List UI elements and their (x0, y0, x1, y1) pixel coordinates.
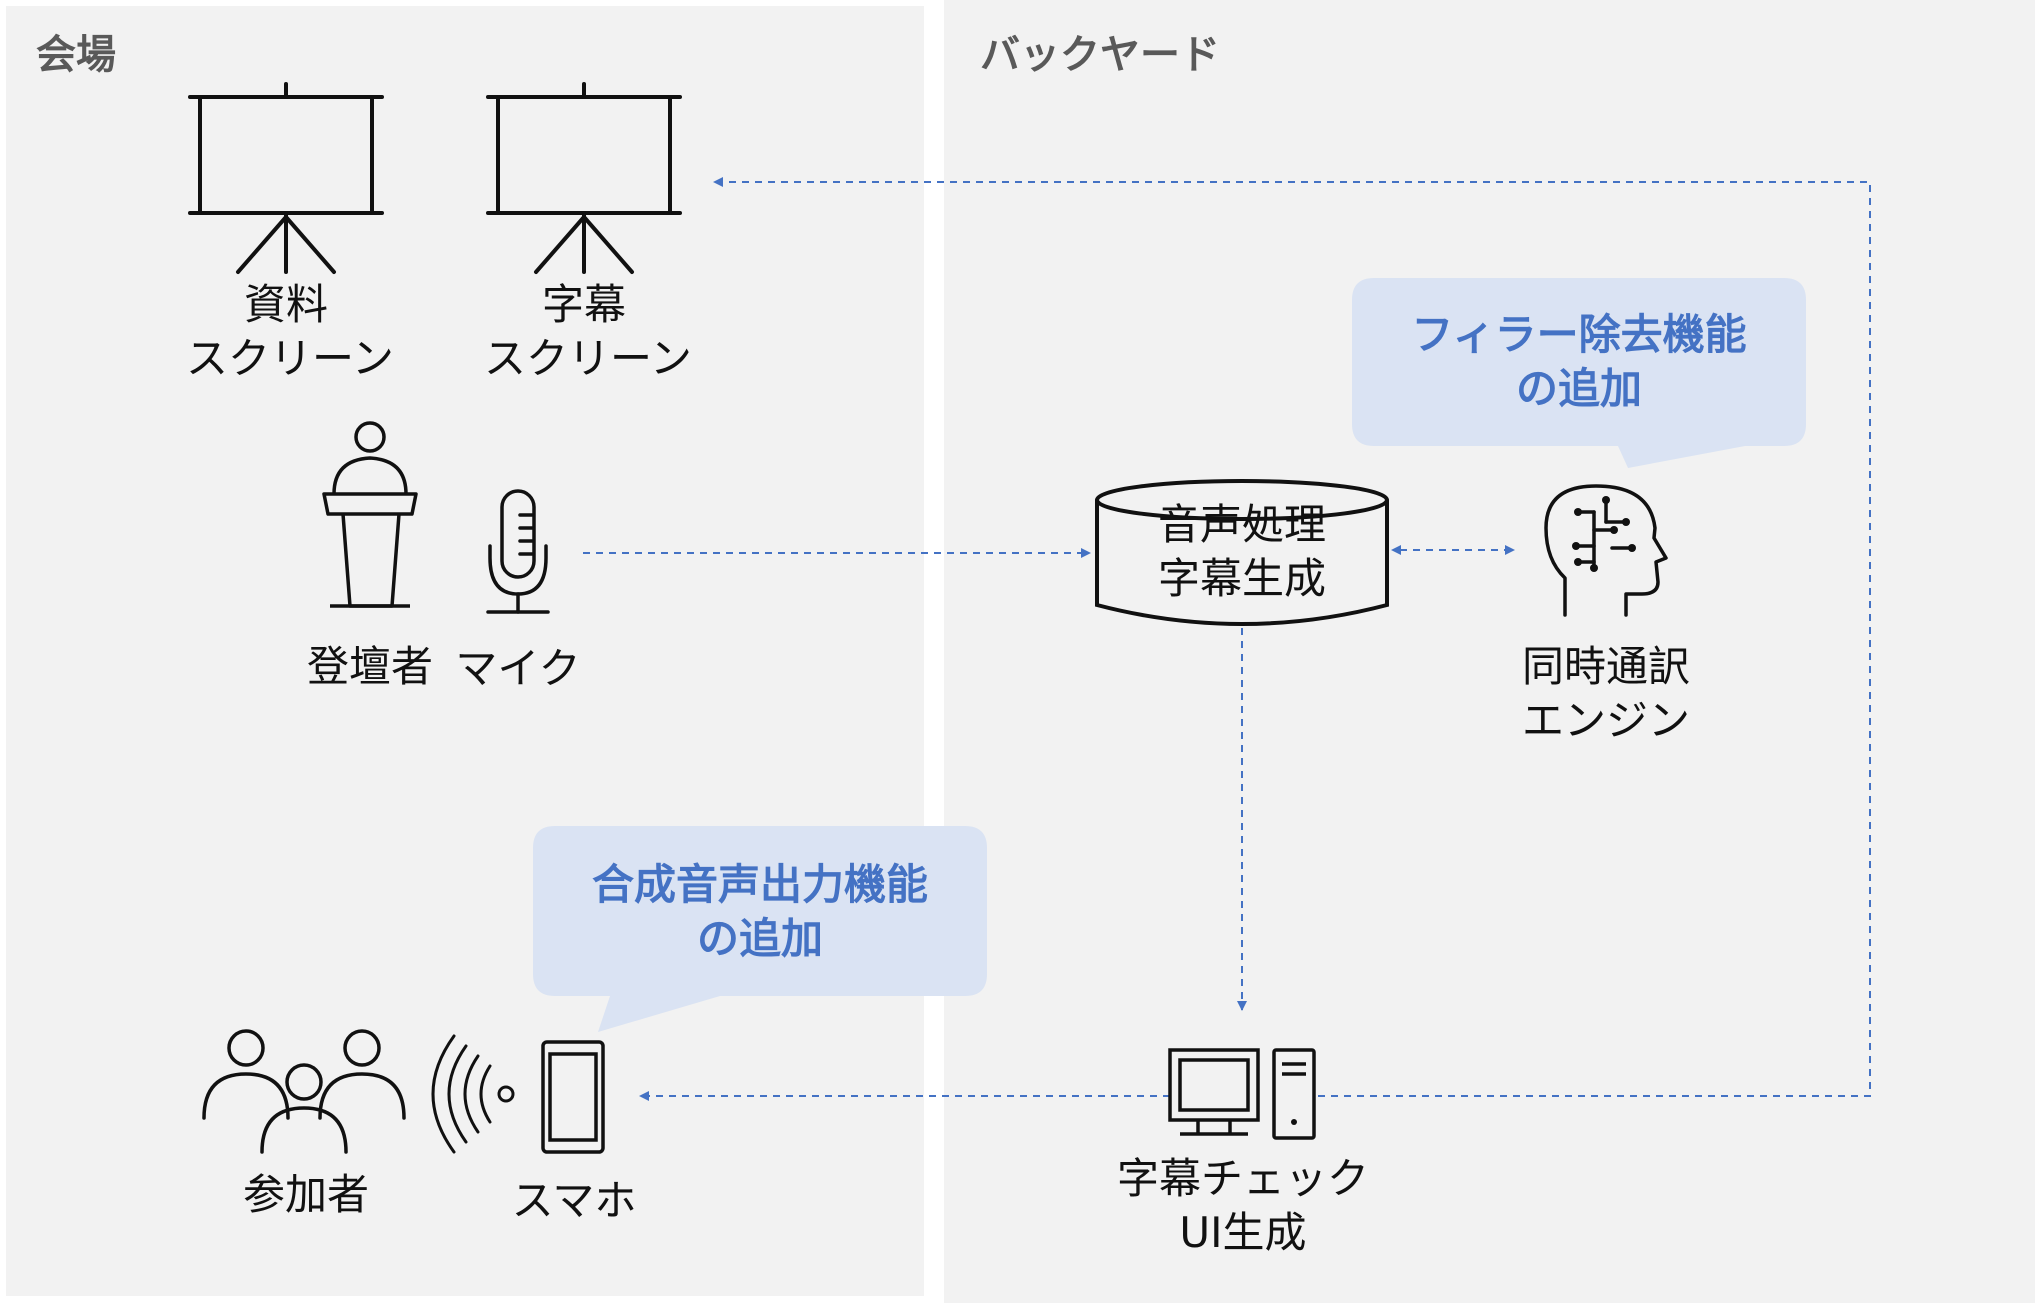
backyard-title: バックヤード (980, 32, 1220, 78)
tts-callout-line1: 合成音声出力機能 (591, 860, 928, 909)
doc-screen-label-line2: スクリーン (186, 334, 394, 383)
microphone-icon (486, 489, 550, 614)
wireless-signal-icon (431, 1034, 515, 1154)
smartphone-label: スマホ (511, 1176, 637, 1225)
audience-label: 参加者 (242, 1170, 369, 1219)
processor-label-line1: 音声処理 (1157, 500, 1326, 549)
engine-label-line1: 同時通訳 (1521, 642, 1690, 691)
desktop-computer-icon (1168, 1048, 1316, 1140)
podium-speaker-icon (322, 421, 418, 608)
doc-screen-label-line1: 資料 (243, 280, 328, 329)
engine-label-line2: エンジン (1521, 696, 1690, 745)
subtitle-screen-label-line1: 字幕 (541, 280, 626, 329)
speaker-label: 登壇者 (306, 642, 433, 691)
processor-label-line2: 字幕生成 (1157, 554, 1326, 603)
filler-callout-bubble (1352, 278, 1806, 468)
check-ui-label-line1: 字幕チェック (1116, 1154, 1369, 1203)
backyard-panel (944, 0, 2035, 1303)
projector-screen-icon (486, 82, 682, 274)
people-group-icon (202, 1029, 406, 1154)
mic-label: マイク (455, 644, 581, 693)
tts-callout-line2: の追加 (696, 914, 823, 963)
database-cylinder-icon (1095, 479, 1389, 626)
check-ui-label-line2: UI生成 (1179, 1208, 1307, 1257)
ai-head-icon (1544, 484, 1668, 617)
smartphone-icon (541, 1040, 605, 1154)
check-ui-to-subtitle-screen-arrow (713, 177, 1871, 1097)
filler-callout-line2: の追加 (1515, 364, 1642, 413)
tts-callout-bubble (533, 826, 987, 1032)
subtitle-screen-label-line2: スクリーン (484, 334, 692, 383)
venue-title: 会場 (36, 32, 116, 78)
projector-screen-icon (188, 82, 384, 274)
filler-callout-line1: フィラー除去機能 (1411, 310, 1747, 359)
